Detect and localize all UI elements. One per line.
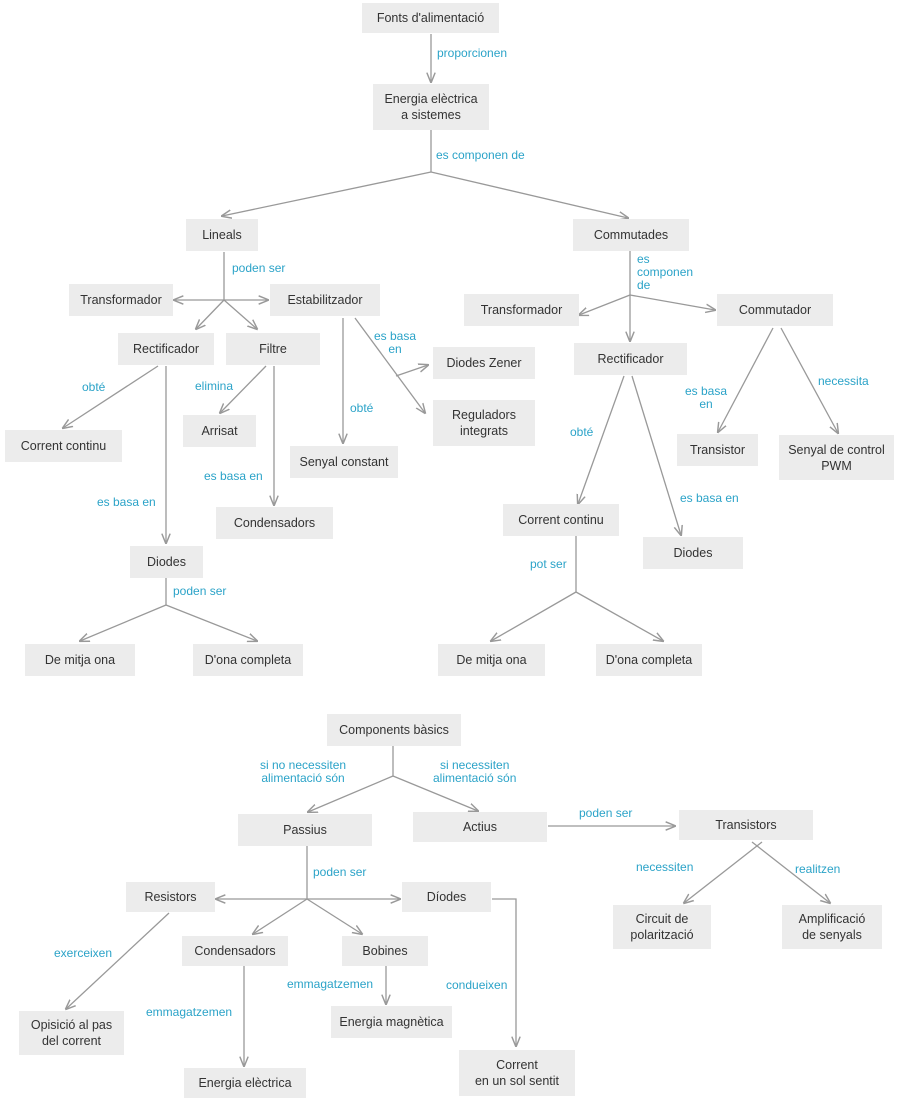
label-condueixen: condueixen [446, 978, 508, 992]
node-lineals: Lineals [186, 219, 258, 251]
node-arrisat: Arrisat [183, 415, 256, 447]
node-diodes-zener: Diodes Zener [433, 347, 535, 379]
node-mitja-ona-commutades: De mitja ona [438, 644, 545, 676]
node-rectificador-lineals: Rectificador [118, 333, 214, 365]
node-diodes-commutades: Diodes [643, 537, 743, 569]
node-energia-magnetica: Energia magnètica [331, 1006, 452, 1038]
node-filtre: Filtre [226, 333, 320, 365]
node-ona-completa-commutades: D'ona completa [596, 644, 702, 676]
label-emmagatzemen-electrica: emmagatzemen [146, 1005, 233, 1019]
label-es-basa-en-diodes-commutades: es basa en [680, 491, 739, 505]
node-energia-electrica: Energia elèctrica a sistemes [373, 84, 489, 130]
node-ona-completa-lineals: D'ona completa [193, 644, 303, 676]
node-senyal-constant: Senyal constant [290, 446, 398, 478]
node-commutador: Commutador [717, 294, 833, 326]
node-components-basics: Components bàsics [327, 714, 461, 746]
node-estabilitzador: Estabilitzador [270, 284, 380, 316]
node-energia-electrica-components: Energia elèctrica [184, 1068, 306, 1098]
node-passius: Passius [238, 814, 372, 846]
node-diodes-components: Díodes [402, 882, 491, 912]
node-amplificacio-senyals: Amplificació de senyals [782, 905, 882, 949]
node-mitja-ona-lineals: De mitja ona [25, 644, 135, 676]
label-es-basa-en-diodes: es basa en [97, 495, 156, 509]
node-diodes-lineals: Diodes [130, 546, 203, 578]
node-transformador-lineals: Transformador [69, 284, 173, 316]
label-necessiten: necessiten [636, 860, 694, 874]
node-condensadors-filtre: Condensadors [216, 507, 333, 539]
node-bobines: Bobines [342, 936, 428, 966]
label-obte-corrent-lineals: obté [82, 380, 106, 394]
label-es-basa-en-zener: es basa en [374, 329, 417, 356]
node-corrent-un-sentit: Corrent en un sol sentit [459, 1050, 575, 1096]
node-transformador-commutades: Transformador [464, 294, 579, 326]
label-realitzen: realitzen [795, 862, 841, 876]
label-poden-ser-actius: poden ser [579, 806, 633, 820]
node-transistors: Transistors [679, 810, 813, 840]
label-pot-ser: pot ser [530, 557, 567, 571]
node-oposicio-corrent: Opisició al pas del corrent [19, 1011, 124, 1055]
label-elimina: elimina [195, 379, 234, 393]
node-senyal-pwm: Senyal de control PWM [779, 435, 894, 480]
label-obte-senyal: obté [350, 401, 374, 415]
node-resistors: Resistors [126, 882, 215, 912]
node-circuit-polaritzacio: Circuit de polarització [613, 905, 711, 949]
node-corrent-continu-lineals: Corrent continu [5, 430, 122, 462]
node-actius: Actius [413, 812, 547, 842]
node-reguladors-integrats: Reguladors integrats [433, 400, 535, 446]
label-obte-corrent-commutades: obté [570, 425, 594, 439]
node-fonts-alimentacio: Fonts d'alimentació [362, 3, 499, 33]
label-exerceixen: exerceixen [54, 946, 113, 960]
label-necessita: necessita [818, 374, 869, 388]
node-transistor: Transistor [677, 434, 758, 466]
label-si-necessiten: si necessiten alimentació són [433, 758, 517, 785]
label-si-no-necessiten: si no necessiten alimentació són [260, 758, 347, 785]
node-corrent-continu-commutades: Corrent continu [503, 504, 619, 536]
node-rectificador-commutades: Rectificador [574, 343, 687, 375]
node-condensadors-components: Condensadors [182, 936, 288, 966]
label-poden-ser-lineals: poden ser [232, 261, 286, 275]
label-es-componen-de-commutades: es componen de [637, 252, 694, 292]
label-emmagatzemen-magnetica: emmagatzemen [287, 977, 374, 991]
label-poden-ser-passius: poden ser [313, 865, 367, 879]
node-commutades: Commutades [573, 219, 689, 251]
label-es-basa-en-transistor: es basa en [685, 384, 728, 411]
label-poden-ser-diodes: poden ser [173, 584, 227, 598]
label-es-basa-en-condensadors: es basa en [204, 469, 263, 483]
label-es-componen-de: es componen de [436, 148, 525, 162]
label-proporcionen: proporcionen [437, 46, 508, 60]
